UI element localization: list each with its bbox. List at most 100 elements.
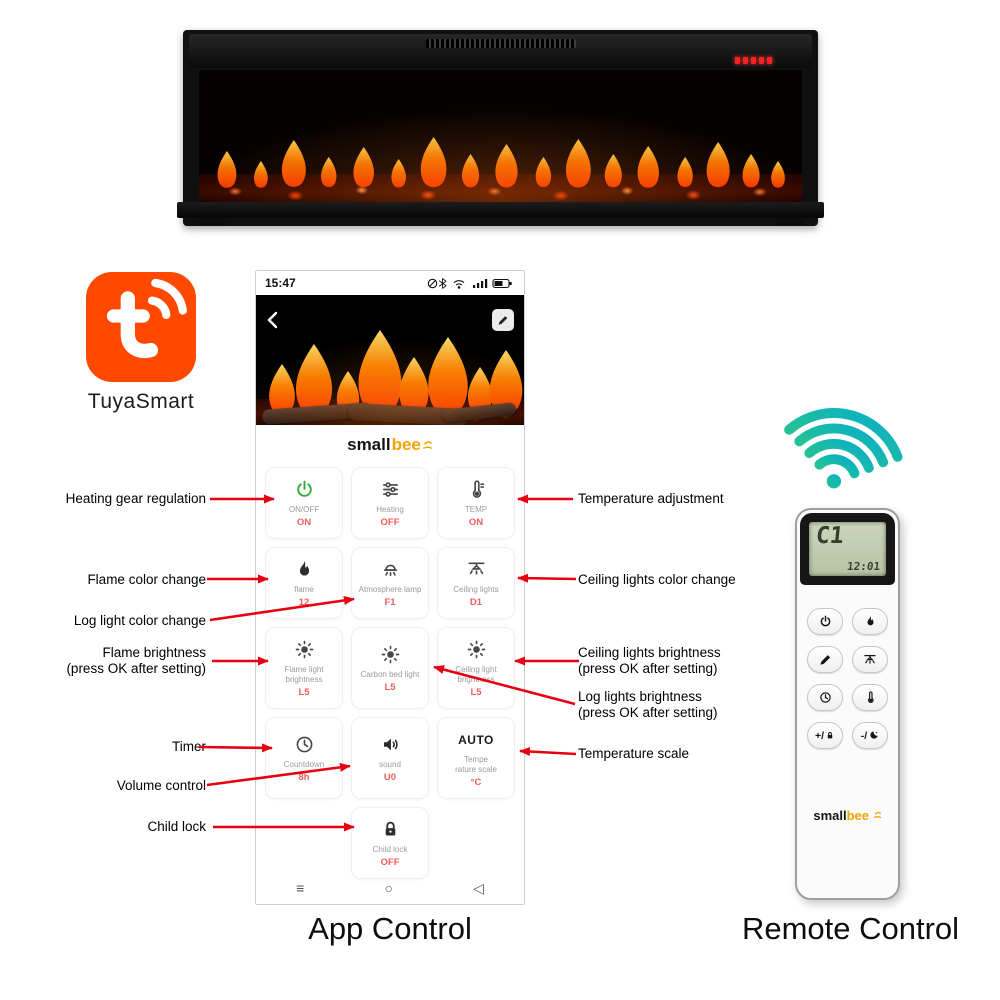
fireplace-vent [425,39,576,48]
annotation-flame-color: Flame color change [87,572,206,587]
remote-timer-button[interactable] [807,684,843,711]
brightness-icon [465,638,488,662]
control-temp[interactable]: TEMP ON [437,467,515,539]
ceiling-lights-icon [465,558,488,582]
annotation-volume-control: Volume control [116,778,206,793]
annotation-ceiling-lights-brightness: Ceiling lights brightness (press OK afte… [578,645,721,676]
brightness-icon [379,643,402,667]
control-onoff[interactable]: ON/OFF ON [265,467,343,539]
brand-bee: bee [846,808,870,823]
edit-pencil-button[interactable] [492,309,514,331]
bee-icon [873,811,881,819]
nav-back-button[interactable]: ◁ [473,879,484,896]
control-label: ON/OFF [288,504,320,514]
fireplace-foot-left [199,217,225,226]
remote-control-caption: Remote Control [741,911,960,946]
status-time: 15:47 [265,276,296,290]
remote-lcd: C1 12:01 [809,522,886,576]
atmosphere-lamp-icon [379,558,402,582]
control-label: Atmosphere lamp [358,584,422,594]
app-control-caption: App Control [308,911,472,946]
brand-small: small [813,808,847,823]
tuyasmart-label: TuyaSmart [87,390,195,413]
control-ceiling-light-brightness[interactable]: Ceiling light brightness L5 [437,627,515,709]
control-value: L5 [298,687,310,699]
control-carbon-bed-light[interactable]: Carbon bed light L5 [351,627,429,709]
annotation-temperature-adjustment: Temperature adjustment [578,491,724,506]
control-value: F1 [384,597,396,609]
status-icons [427,277,512,289]
control-heating[interactable]: Heating OFF [351,467,429,539]
app-photo-glow [256,295,524,425]
flame-icon [293,558,316,582]
control-ceiling-lights[interactable]: Ceiling lights D1 [437,547,515,619]
android-nav-bar: ≡ ○ ◁ [256,872,524,904]
app-phone-mockup: 15:47 [255,270,525,905]
remote-plus-lock-button[interactable]: +/ [807,722,843,749]
control-label: Flame light brightness [284,664,324,684]
control-label: Child lock [372,844,408,854]
wifi-signal-icon [771,375,933,516]
back-button[interactable] [266,311,278,334]
tuyasmart-logo [86,272,196,382]
remote-smallbee-logo: smallbee [797,808,898,823]
clock-icon [293,733,316,757]
speaker-icon [379,733,402,757]
remote-flame-button[interactable] [852,608,888,635]
remote-ceiling-light-button[interactable] [852,646,888,673]
brightness-icon [293,638,316,662]
control-label: sound [379,759,401,769]
plus-slash-label: +/ [814,729,825,742]
remote-color-pencil-button[interactable] [807,646,843,673]
control-value: OFF [380,517,400,529]
annotation-flame-brightness: Flame brightness (press OK after setting… [66,645,206,676]
remote-display-panel: C1 12:01 [800,513,895,585]
control-value: °C [470,777,482,789]
control-value: OFF [380,857,400,869]
fireplace-base [177,202,824,218]
tuya-t-icon [106,278,187,359]
control-label: Countdown [283,759,325,769]
control-countdown[interactable]: Countdown 8h [265,717,343,799]
control-value: L5 [470,687,482,699]
remote-control: C1 12:01 +/ -/ [795,508,900,900]
control-atmosphere-lamp[interactable]: Atmosphere lamp F1 [351,547,429,619]
control-value: D1 [469,597,483,609]
lcd-time-value: 12:01 [846,560,881,573]
nav-menu-button[interactable]: ≡ [296,880,305,896]
fireplace-led-display [735,57,772,64]
thermometer-icon [465,478,488,502]
bee-icon [423,441,432,449]
control-flame[interactable]: flame 12 [265,547,343,619]
control-value: 8h [298,772,310,784]
moon-star-icon [870,731,878,739]
annotation-log-light-color: Log light color change [73,613,206,628]
control-value: ON [296,517,312,529]
annotation-log-lights-brightness: Log lights brightness (press OK after se… [578,689,718,720]
control-child-lock[interactable]: Child lock OFF [351,807,429,879]
nav-home-button[interactable]: ○ [384,880,393,896]
annotation-child-lock: Child lock [147,819,206,834]
fireplace-glass-window [199,70,802,204]
control-value: U0 [383,772,397,784]
annotation-heating-gear: Heating gear regulation [65,491,206,506]
auto-label: AUTO [458,732,494,747]
annotation-timer: Timer [172,739,206,754]
control-temperature-scale[interactable]: AUTO Tempe rature scale °C [437,717,515,799]
remote-temperature-button[interactable] [852,684,888,711]
remote-minus-sleep-button[interactable]: -/ [852,722,888,749]
control-value: L5 [384,682,396,694]
remote-power-button[interactable] [807,608,843,635]
control-value: ON [468,517,484,529]
control-flame-brightness[interactable]: Flame light brightness L5 [265,627,343,709]
control-grid: ON/OFF ON Heating OFF TEMP ON flame [256,465,524,879]
control-label: Tempe rature scale [455,754,497,774]
control-label: Heating [376,504,404,514]
annotation-temperature-scale: Temperature scale [578,746,690,761]
fireplace-product-image [177,30,824,226]
lcd-mode-value: C1 [814,523,846,549]
lock-icon [827,732,833,739]
control-sound[interactable]: sound U0 [351,717,429,799]
